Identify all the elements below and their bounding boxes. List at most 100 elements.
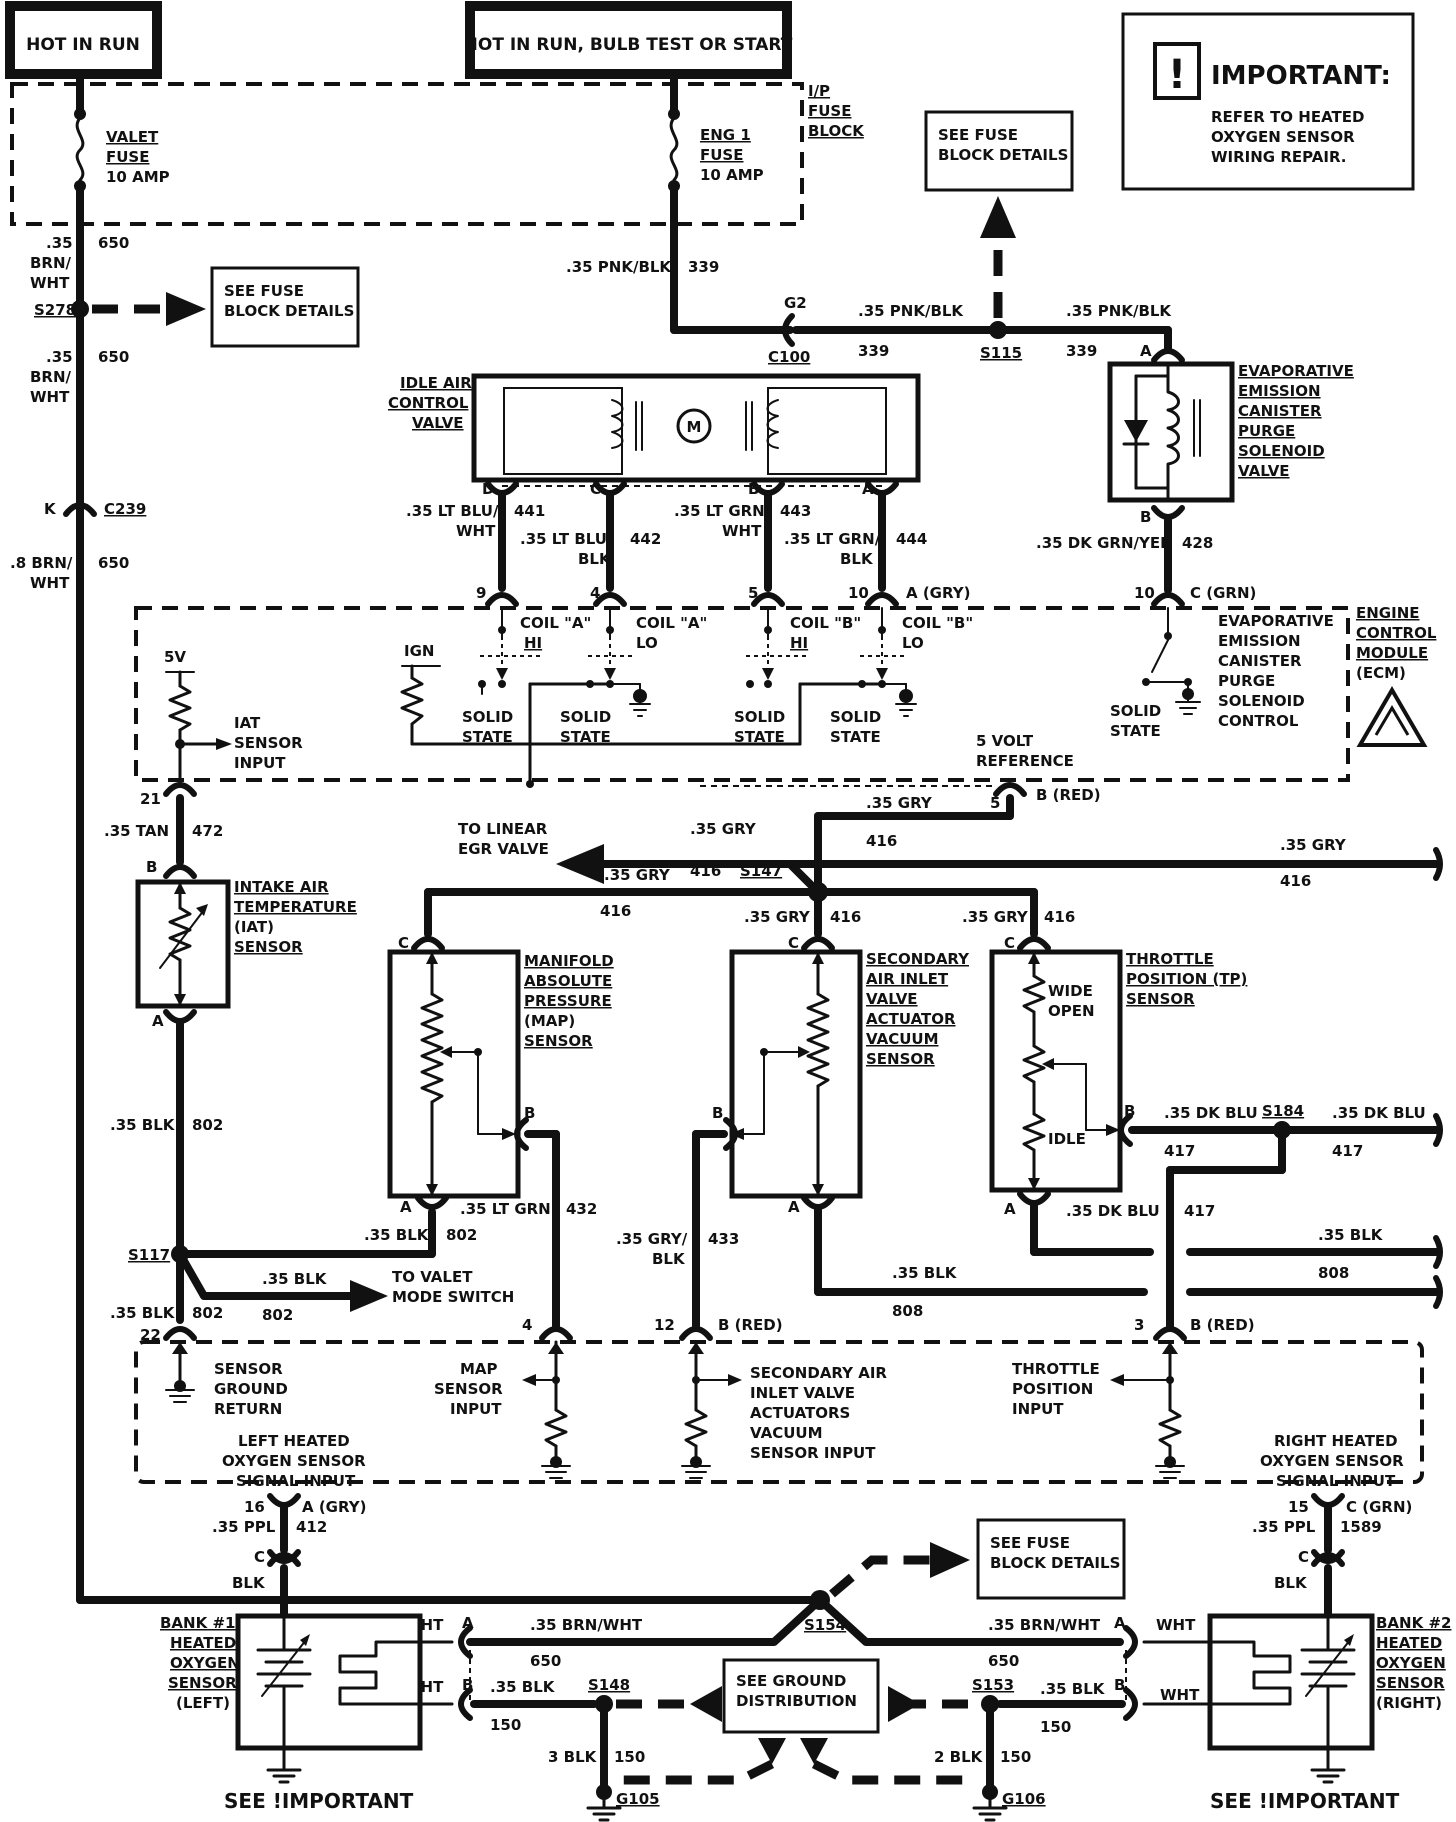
evap-ctrl-5: SOLENOID [1218,692,1305,710]
splice-s115-label: S115 [980,344,1022,362]
map-pin-b: B [524,1104,535,1122]
ecm-label-1: ENGINE [1356,604,1420,622]
map-input-2: SENSOR [434,1380,503,1398]
iat-label-4: SENSOR [234,938,303,956]
connector-k-label: K [44,500,57,518]
evap-valve-label-4: PURGE [1238,422,1295,440]
ecm-pin-b-red-3: B (RED) [1190,1316,1255,1334]
circuit-802-2: 802 [446,1226,477,1244]
ecm-pin-15: 15 [1288,1498,1309,1516]
circuit-650-left: 650 [530,1652,561,1670]
ecm-pin-a-gry-2: A (GRY) [302,1498,366,1516]
sec-label-2: AIR INLET [866,970,949,988]
wire-lt-grn-blk: .35 LT GRN/ [784,530,881,548]
bank2-label-4: SENSOR [1376,1674,1445,1692]
ecm-pin-3: 3 [1134,1316,1144,1334]
ecm-pin-b-red-1: B (RED) [1036,786,1101,804]
evap-valve-label-3: CANISTER [1238,402,1322,420]
wire-blk-ho2s-left: BLK [232,1574,266,1592]
coil-b-hi-2: HI [790,634,808,652]
see-ground-line-2: DISTRIBUTION [736,1692,857,1710]
sec-label-3: VALVE [866,990,918,1008]
motor-icon [676,408,712,444]
see-fuse-1-line-2: BLOCK DETAILS [224,302,354,320]
circuit-444: 444 [896,530,927,548]
circuit-428: 428 [1182,534,1213,552]
eng1-fuse-rating: 10 AMP [700,166,764,184]
sec-pin-b: B [712,1104,723,1122]
to-valet-2: MODE SWITCH [392,1288,514,1306]
iac-pin-d: D [482,480,494,498]
iat-label-2: TEMPERATURE [234,898,357,916]
right-ho2s-in-1: RIGHT HEATED [1274,1432,1398,1450]
map-pin-a: A [400,1198,412,1216]
splice-s148-label: S148 [588,1676,630,1694]
connector-c239 [63,502,97,517]
wire-gry-tp: .35 GRY [962,908,1029,926]
sec-label-1: SECONDARY [866,950,970,968]
wire-pnk-blk-3: .35 PNK/BLK [1066,302,1172,320]
solid-state-5a: SOLID [1110,702,1161,720]
circuit-150-3: 150 [1040,1718,1071,1736]
bank1-label-5: (LEFT) [176,1694,230,1712]
iac-wires [485,481,899,607]
valet-fuse-rating: 10 AMP [106,168,170,186]
right-ho2s-in-3: SIGNAL INPUT [1276,1472,1396,1490]
valet-fuse-name: VALET [106,128,159,146]
hot-in-run-bulb-box: HOT IN RUN, BULB TEST OR START [464,1,793,79]
iac-label-1: IDLE AIR [400,374,472,392]
circuit-416-right: 416 [1280,872,1311,890]
bank2-pin-a: A [1114,1614,1126,1632]
sensor-gnd-2: GROUND [214,1380,288,1398]
ecm-5v: 5V [164,648,186,666]
circuit-417-2: 417 [1332,1142,1363,1160]
throttle-position-sensor [989,949,1123,1193]
to-egr-1: TO LINEAR [458,820,548,838]
arrow-left-egr-icon [556,844,604,884]
wire-tan: .35 TAN [104,822,169,840]
map-sensor [387,949,521,1199]
bank2-label-3: OXYGEN [1376,1654,1446,1672]
circuit-650-right: 650 [988,1652,1019,1670]
ecm-pin-10-evap: 10 [1134,584,1155,602]
solid-state-2a: SOLID [560,708,611,726]
bank1-label-3: OXYGEN [170,1654,240,1672]
wire-blk-bank1: .35 BLK [490,1678,556,1696]
valet-fuse-word: FUSE [106,148,149,166]
wire-gry-map: .35 GRY [604,866,671,884]
solid-state-3a: SOLID [734,708,785,726]
solid-state-1b: STATE [462,728,513,746]
iat-label-3: (IAT) [234,918,274,936]
evap-valve-label-2: EMISSION [1238,382,1321,400]
wire-label-wht-8: WHT [30,574,70,592]
coil-a-hi-1: COIL "A" [520,614,591,632]
five-volt-ref-1: 5 VOLT [976,732,1034,750]
ecm-pin-5: 5 [748,584,758,602]
idle-air-control-valve: M [471,373,921,483]
eng1-fuse-word: FUSE [700,146,743,164]
tp-input-3: INPUT [1012,1400,1064,1418]
wire-dk-blu-3: .35 DK BLU [1066,1202,1160,1220]
iat-input-circuit: 5V IAT SENSOR INPUT [164,648,303,784]
tp-pin-b: B [1124,1102,1135,1120]
wire-blk-bank2: .35 BLK [1040,1680,1106,1698]
important-icon [1153,42,1201,100]
bank1-label-1: BANK #1 [160,1614,235,1632]
bank1-label-4: SENSOR [168,1674,237,1692]
tp-label-2: POSITION (TP) [1126,970,1247,988]
ho2s-right-pin-c: C [1298,1548,1309,1566]
map-input-1: MAP [460,1360,498,1378]
ecm-pin-10: 10 [848,584,869,602]
important-line-1: REFER TO HEATED [1211,108,1364,126]
tp-input-2: POSITION [1012,1380,1093,1398]
solid-state-4b: STATE [830,728,881,746]
circuit-416-sec: 416 [830,908,861,926]
map-label-1: MANIFOLD [524,952,614,970]
circuit-417-3: 417 [1184,1202,1215,1220]
evap-valve-label-1: EVAPORATIVE [1238,362,1354,380]
circuit-650-2: 650 [98,348,129,366]
sec-input-4: VACUUM [750,1424,823,1442]
circuit-650-1: 650 [98,234,129,252]
connector-c100-label: C100 [768,348,810,366]
connector-g2-label: G2 [784,294,807,312]
